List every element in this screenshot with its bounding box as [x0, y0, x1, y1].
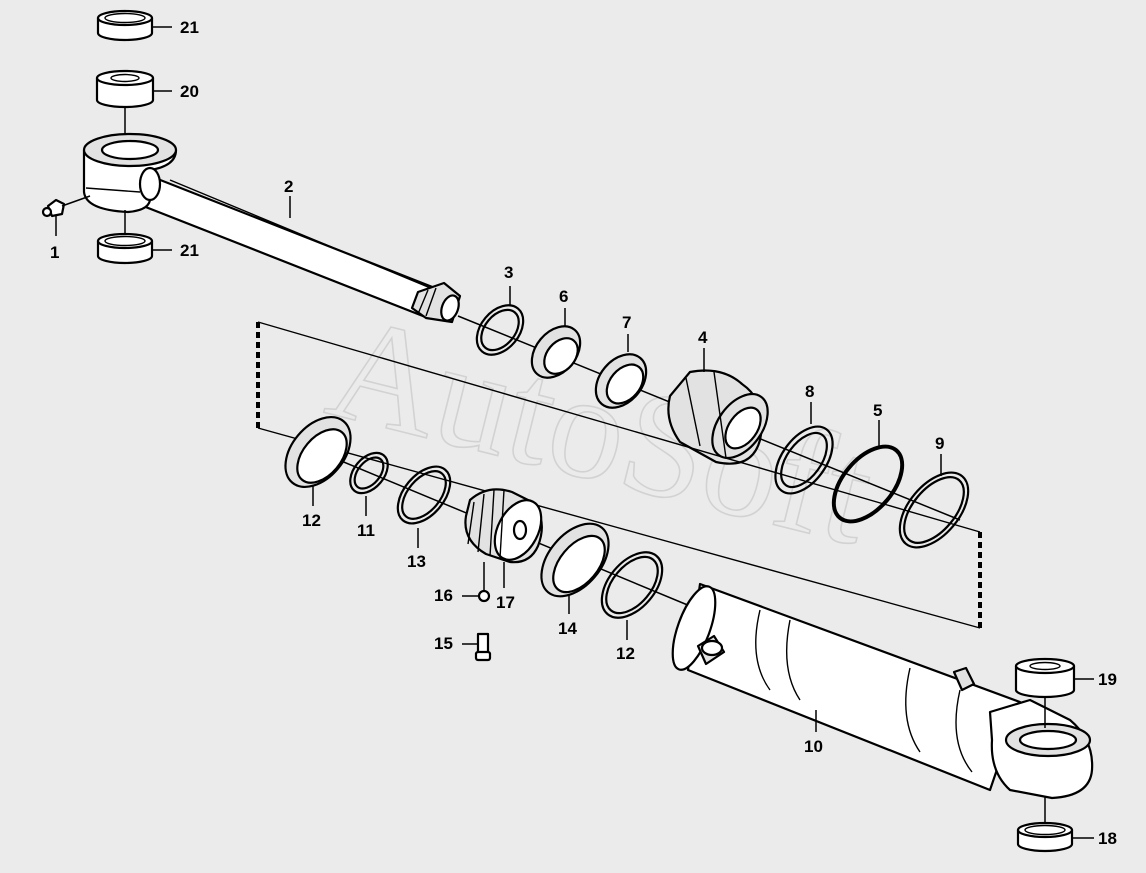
callout-17: 17 — [496, 593, 515, 612]
seal-7 — [594, 353, 648, 409]
screw-15 — [474, 632, 492, 662]
bushing-18 — [1016, 821, 1074, 853]
wiper-ring-6 — [530, 325, 582, 379]
callout-5: 5 — [873, 401, 882, 420]
cylinder-head-4 — [667, 369, 769, 465]
callout-4: 4 — [698, 328, 708, 347]
callout-8: 8 — [805, 382, 814, 401]
callout-11: 11 — [357, 521, 375, 540]
cylinder-base-eye — [988, 698, 1094, 800]
ball-16 — [477, 589, 491, 603]
callout-12-right: 12 — [616, 644, 635, 663]
bottom-bushing-21 — [96, 232, 154, 265]
callout-18: 18 — [1098, 829, 1117, 848]
callout-9: 9 — [935, 434, 944, 453]
callout-6: 6 — [559, 287, 568, 306]
callout-2: 2 — [284, 177, 293, 196]
seal-14 — [540, 522, 610, 598]
bearing-20 — [95, 69, 155, 109]
seal-ring-3 — [475, 304, 525, 356]
o-ring-11 — [349, 451, 389, 495]
cylinder-tube-10 — [671, 582, 1022, 792]
grease-fitting-1 — [41, 198, 66, 218]
callout-1: 1 — [50, 243, 59, 262]
bearing-19 — [1014, 657, 1076, 699]
o-ring-8 — [774, 425, 834, 495]
callout-14: 14 — [558, 619, 577, 638]
callout-7: 7 — [622, 313, 631, 332]
rod-eye-housing — [82, 132, 178, 214]
wear-ring-12-left — [284, 415, 352, 489]
seal-ring-13 — [396, 465, 452, 525]
callout-16: 16 — [434, 586, 453, 605]
piston-17 — [464, 488, 543, 564]
callout-10: 10 — [804, 737, 823, 756]
callout-13: 13 — [407, 552, 426, 571]
top-bushing-21 — [96, 9, 154, 42]
callout-21-top: 21 — [180, 18, 199, 37]
callout-21-bottom: 21 — [180, 241, 199, 260]
wear-ring-12-right — [600, 551, 664, 619]
backup-ring-5 — [831, 444, 905, 524]
callout-15: 15 — [434, 634, 453, 653]
callout-3: 3 — [504, 263, 513, 282]
callout-19: 19 — [1098, 670, 1117, 689]
callout-20: 20 — [180, 82, 199, 101]
callout-12-left: 12 — [302, 511, 321, 530]
